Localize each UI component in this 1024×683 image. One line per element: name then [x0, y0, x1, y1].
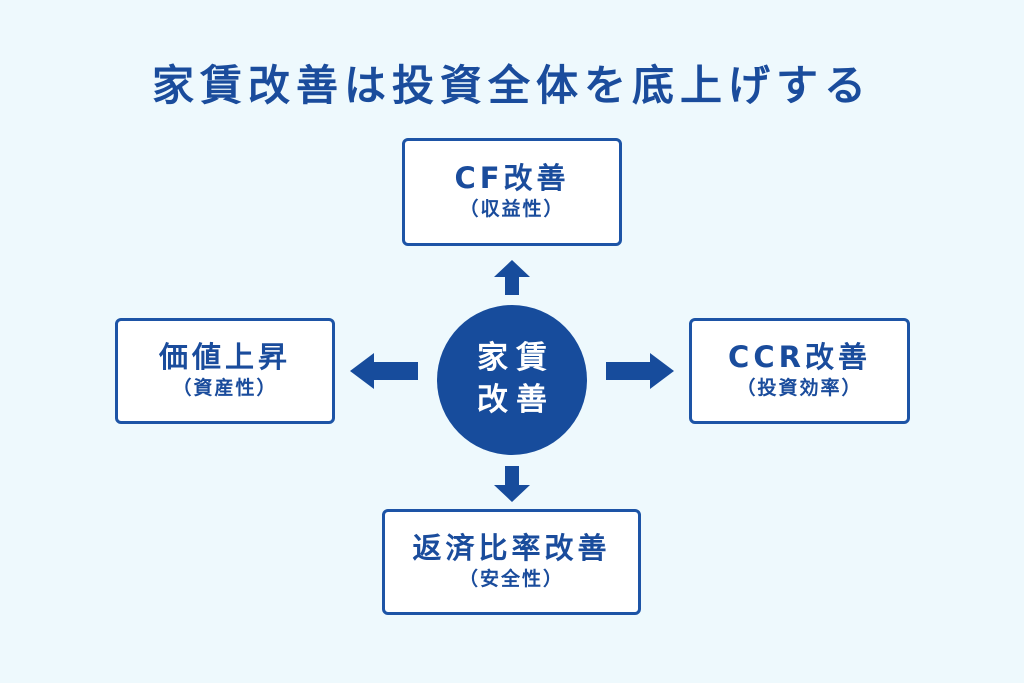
node-sub-label: （投資効率）: [736, 377, 863, 400]
node-main-label: CCR改善: [728, 340, 871, 375]
diagram-title: 家賃改善は投資全体を底上げする: [151, 61, 872, 110]
center-label-line1: 家賃: [477, 340, 555, 377]
arrow-up-icon: [494, 260, 530, 295]
center-label-line2: 改善: [477, 382, 555, 418]
node-ccr-improvement: CCR改善 （投資効率）: [689, 318, 910, 424]
node-cf-improvement: CF改善 （収益性）: [402, 138, 622, 246]
node-main-label: CF改善: [454, 161, 570, 196]
arrow-right-icon: [606, 353, 674, 389]
node-sub-label: （収益性）: [459, 198, 565, 221]
center-node-rent-improvement: 家賃 改善: [437, 305, 587, 455]
node-main-label: 価値上昇: [158, 340, 291, 375]
arrow-left-icon: [350, 353, 418, 389]
node-value-increase: 価値上昇 （資産性）: [115, 318, 335, 424]
node-sub-label: （資産性）: [172, 377, 278, 400]
arrow-down-icon: [494, 466, 530, 502]
node-sub-label: （安全性）: [458, 568, 564, 591]
node-main-label: 返済比率改善: [412, 531, 611, 566]
node-repayment-ratio-improvement: 返済比率改善 （安全性）: [382, 509, 641, 615]
